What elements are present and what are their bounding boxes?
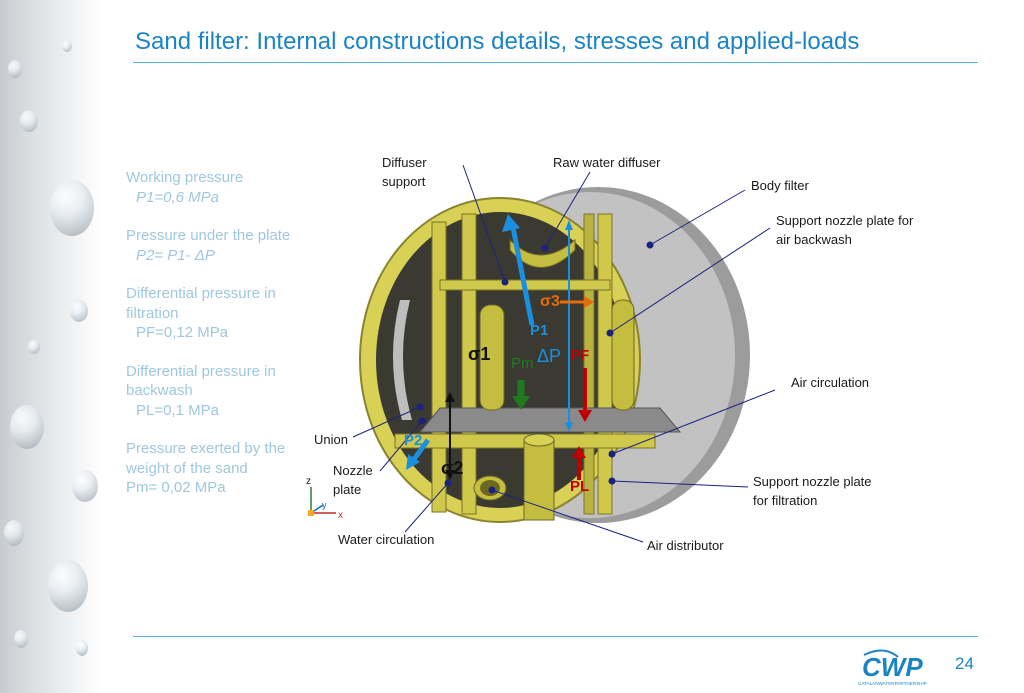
axis-z-label: z [306,476,311,487]
p2-arrow [409,438,431,464]
page-number: 24 [955,654,974,673]
diff-pressure-filtration-value: PF=0,12 MPa [136,324,229,341]
parameter-list: Working pressure P1=0,6 MPa Pressure und… [126,168,326,498]
sigma3-symbol: σ3 [540,293,560,310]
cwp-logo: CWP CATALANWATERPARTNERSHIP [858,649,927,686]
axis-x-label: x [338,510,343,521]
logo-text: CWP [862,652,923,682]
pm-symbol: Pm [511,355,534,372]
sand-weight-label: Pressure exerted by the weight of the sa… [126,440,286,477]
air-circulation-label: Air circulation [791,375,870,390]
raw-water-diffuser-label: Raw water diffuser [553,155,661,170]
diffuser-support-label: Diffuser support [382,155,427,189]
axis-triad [308,487,336,516]
p1-symbol: P1 [530,322,549,339]
p2-symbol: P2 [404,432,423,449]
axis-y-label: y [322,500,327,510]
diff-pressure-backwash-label: Differential pressure in backwash [126,362,276,400]
diff-pressure-filtration-label: Differential pressure in filtration [126,285,276,322]
title-divider [133,62,978,63]
diff-pressure-backwash-value: PL=0,1 MPa [136,401,219,419]
working-pressure-label: Working pressure [126,169,244,186]
nozzle-plate-label: Nozzle plate [333,463,373,497]
footer-divider [133,636,978,637]
body-filter-label: Body filter [751,178,809,193]
slide-title: Sand filter: Internal constructions deta… [135,28,860,55]
pf-symbol: PF [570,347,590,364]
logo-subtext: CATALANWATERPARTNERSHIP [858,681,927,686]
sigma1-symbol: σ1 [468,344,491,364]
sand-weight-value: Pm= 0,02 MPa [126,479,226,496]
water-circulation-label: Water circulation [338,532,435,547]
nozzle-plate [418,407,682,433]
water-droplet-background [0,0,100,693]
raw-water-diffuser [509,238,576,268]
air-distributor-label: Air distributor [647,538,724,553]
pl-symbol: PL [570,478,590,495]
support-nozzle-plate-filtration-label: Support nozzle plate for filtration [753,474,872,508]
sigma2-symbol: σ2 [441,458,464,478]
union-label: Union [314,432,348,447]
p1-arrow [509,221,535,326]
support-nozzle-plate-air-label: Support nozzle plate for air backwash [776,213,914,247]
working-pressure-value: P1=0,6 MPa [136,188,219,206]
pressure-under-plate-label: Pressure under the plate [126,227,291,244]
pressure-under-plate-value: P2= P1- ΔP [136,246,215,264]
delta-p-symbol: ΔP [537,346,562,366]
